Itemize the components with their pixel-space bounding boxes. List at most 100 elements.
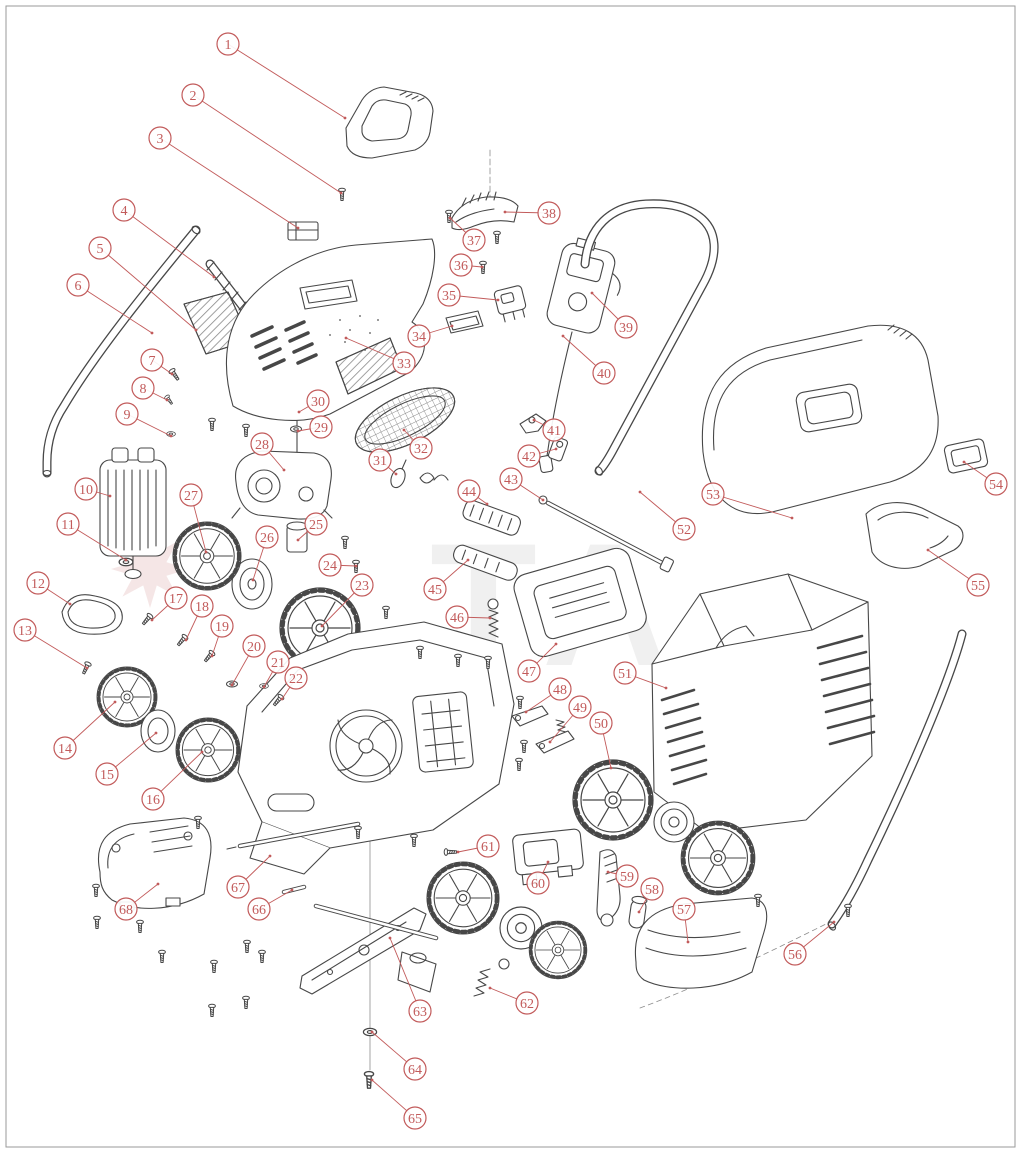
small-box-54-art: [943, 438, 989, 474]
svg-text:8: 8: [140, 382, 147, 397]
svg-text:61: 61: [481, 840, 495, 855]
ring-15-art: [140, 709, 176, 753]
motor-art: [99, 447, 167, 580]
svg-text:30: 30: [311, 395, 325, 410]
blade-art: [299, 907, 437, 995]
callout-60: 60: [526, 860, 550, 895]
callout-33: 33: [344, 336, 416, 375]
lever-48-art: [511, 705, 567, 733]
svg-text:63: 63: [413, 1005, 427, 1020]
svg-text:11: 11: [61, 518, 74, 533]
bracket-45-art: [453, 544, 518, 581]
callout-68: 68: [114, 882, 160, 921]
svg-text:67: 67: [231, 881, 245, 896]
callout-64: 64: [370, 1030, 427, 1081]
callout-43: 43: [499, 467, 545, 502]
svg-text:65: 65: [408, 1112, 422, 1127]
deck-cover-art: [225, 238, 436, 421]
callout-50: 50: [589, 711, 613, 770]
callout-30: 30: [297, 389, 330, 414]
callout-66: 66: [247, 888, 294, 921]
svg-text:13: 13: [18, 624, 32, 639]
svg-text:39: 39: [619, 321, 633, 336]
svg-text:36: 36: [454, 259, 468, 274]
callout-44: 44: [457, 479, 489, 506]
spring-62-art: [473, 958, 510, 997]
callout-55: 55: [926, 548, 990, 597]
bag-lid-art: [701, 324, 939, 514]
wheel-50-art: [573, 760, 653, 840]
callout-52: 52: [638, 490, 696, 541]
spacer-art: [286, 521, 308, 553]
svg-text:41: 41: [547, 424, 561, 439]
callout-37: 37: [448, 216, 486, 252]
callout-25: 25: [296, 512, 328, 542]
svg-text:58: 58: [645, 883, 659, 898]
svg-text:43: 43: [504, 473, 518, 488]
svg-text:47: 47: [522, 665, 536, 680]
callout-41: 41: [532, 418, 566, 442]
callout-56: 56: [783, 920, 836, 966]
callout-12: 12: [26, 571, 72, 606]
callout-31: 31: [368, 448, 398, 476]
spring-46-art: [487, 598, 499, 638]
callout-62: 62: [488, 986, 539, 1015]
svg-text:22: 22: [289, 672, 303, 687]
svg-text:66: 66: [252, 903, 266, 918]
callout-47: 47: [517, 642, 558, 683]
callout-5: 5: [88, 236, 198, 332]
svg-text:45: 45: [428, 583, 442, 598]
svg-text:18: 18: [195, 600, 209, 615]
svg-text:31: 31: [373, 454, 387, 469]
svg-text:12: 12: [31, 577, 45, 592]
link-rod-art: [538, 495, 674, 573]
svg-text:6: 6: [75, 279, 82, 294]
svg-text:52: 52: [677, 523, 691, 538]
callout-20: 20: [230, 634, 266, 687]
callout-38: 38: [503, 201, 561, 225]
svg-text:4: 4: [121, 204, 128, 219]
svg-text:25: 25: [309, 518, 323, 533]
lever-handle-art: [596, 849, 621, 927]
svg-text:15: 15: [100, 768, 114, 783]
callout-58: 58: [637, 877, 664, 914]
top-grip-art: [345, 86, 434, 159]
callout-11: 11: [56, 512, 128, 562]
callout-34: 34: [407, 324, 454, 348]
wheel-right-art: [681, 821, 755, 895]
page-border: [5, 5, 1016, 1148]
wheel-61-art: [427, 862, 499, 934]
svg-text:38: 38: [542, 207, 556, 222]
lower-handle-tube-art: [827, 629, 967, 931]
callout-53: 53: [701, 482, 794, 520]
left-handle-tube-art: [42, 225, 201, 478]
callout-48: 48: [524, 677, 572, 714]
svg-text:68: 68: [119, 903, 133, 918]
pulley-art: [231, 558, 273, 610]
svg-text:21: 21: [271, 656, 285, 671]
svg-text:33: 33: [397, 357, 411, 372]
callout-32: 32: [402, 428, 433, 460]
bracket-55-art: [865, 502, 964, 569]
svg-text:3: 3: [157, 132, 164, 147]
svg-text:9: 9: [124, 408, 131, 423]
callouts-layer: 1234567891011121314151617181920212223242…: [13, 32, 1008, 1130]
power-cable-art: [538, 331, 573, 473]
svg-text:64: 64: [408, 1063, 422, 1078]
callout-61: 61: [456, 834, 500, 858]
callout-40: 40: [561, 334, 616, 385]
svg-text:23: 23: [355, 579, 369, 594]
callout-29: 29: [296, 415, 333, 439]
panel-47-art: [513, 547, 647, 658]
callout-8: 8: [131, 376, 169, 402]
svg-text:44: 44: [462, 485, 476, 500]
callout-9: 9: [115, 402, 173, 438]
callout-49: 49: [548, 695, 592, 744]
callout-17: 17: [150, 586, 188, 622]
wheel-16-art: [174, 716, 242, 784]
motor-cover-art: [98, 817, 212, 911]
callout-45: 45: [423, 558, 470, 601]
svg-text:20: 20: [247, 640, 261, 655]
clip-42-art: [547, 436, 569, 462]
